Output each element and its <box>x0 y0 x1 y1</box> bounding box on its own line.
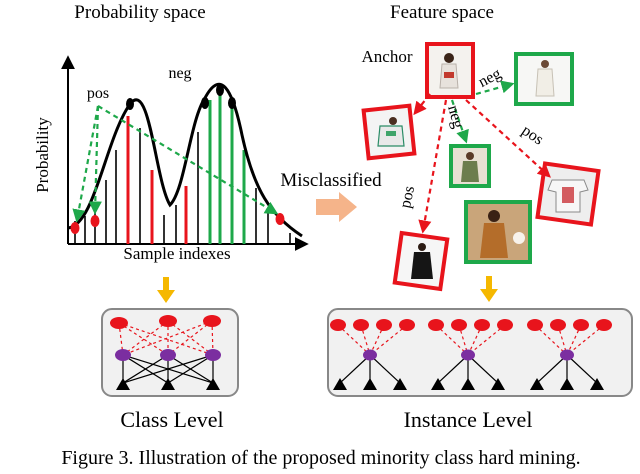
instance-edge <box>566 324 605 356</box>
neg-arrow-to-top-right <box>475 80 515 96</box>
down-arrow-left <box>157 277 175 303</box>
neg-label-left: neg <box>168 65 191 82</box>
y-axis-label: Probability <box>33 117 52 193</box>
pos-label-right-1: pos <box>519 122 547 149</box>
instance-leaf <box>491 378 505 390</box>
instance-edge <box>467 354 499 384</box>
instance-leaf <box>530 378 544 390</box>
instance-level-graph <box>330 319 612 390</box>
anchor-thumbnail <box>425 42 475 99</box>
instance-center-node <box>461 349 475 361</box>
pos-thumbnail-left <box>361 103 417 161</box>
instance-edge <box>337 324 371 356</box>
instance-leaf <box>461 378 475 390</box>
pos-arrow-to-bottom-left <box>418 99 448 234</box>
instance-leaf <box>333 378 347 390</box>
misclassified-arrow <box>316 192 357 222</box>
neg-arrow-to-left <box>413 93 431 116</box>
instance-node <box>353 319 369 331</box>
instance-node <box>474 319 490 331</box>
instance-center-node <box>560 349 574 361</box>
instance-node <box>596 319 612 331</box>
instance-node <box>573 319 589 331</box>
pos-arrow-to-right <box>465 99 551 178</box>
instance-node <box>451 319 467 331</box>
neg-label-right-1: neg <box>476 65 504 91</box>
instance-node <box>330 319 346 331</box>
class-level-label: Class Level <box>120 407 223 432</box>
instance-edge <box>534 324 568 356</box>
distribution-curve <box>67 82 303 238</box>
pos-arrows-left <box>72 105 279 223</box>
instance-edge <box>369 354 401 384</box>
down-arrow-right <box>480 276 498 302</box>
instance-edge <box>536 354 568 384</box>
peak-dots <box>126 84 236 110</box>
pos-label-right-2: pos <box>397 184 418 209</box>
feature-space-title: Feature space <box>390 2 494 23</box>
pos-thumbnail-bottom-left <box>392 230 450 292</box>
probability-space-title: Probability space <box>74 2 205 23</box>
instance-node <box>399 319 415 331</box>
instance-edge <box>435 324 469 356</box>
instance-leaf <box>431 378 445 390</box>
misclassified-label: Misclassified <box>280 170 382 191</box>
pos-thumbnail-right <box>535 161 601 227</box>
feature-arrows <box>413 80 551 234</box>
instance-leaf <box>560 378 574 390</box>
class-level-graph <box>110 315 221 390</box>
instance-edge <box>467 324 506 356</box>
instance-leaf <box>393 378 407 390</box>
instance-level-label: Instance Level <box>404 407 533 432</box>
x-axis-label: Sample indexes <box>123 244 230 263</box>
figure-caption: Figure 3. Illustration of the proposed m… <box>61 447 580 469</box>
instance-leaf <box>363 378 377 390</box>
instance-node <box>497 319 513 331</box>
instance-node <box>428 319 444 331</box>
instance-node <box>527 319 543 331</box>
down-arrows <box>157 276 498 303</box>
instance-node <box>376 319 392 331</box>
instance-edge <box>369 324 408 356</box>
instance-node <box>550 319 566 331</box>
instance-center-node <box>363 349 377 361</box>
sample-bars <box>74 86 291 244</box>
neg-label-right-2: neg <box>444 103 466 130</box>
anchor-label: Anchor <box>362 47 413 66</box>
neg-thumbnail-bottom <box>464 200 532 264</box>
neg-arrow-to-center <box>450 99 469 144</box>
neg-thumbnail-center <box>449 144 491 188</box>
instance-edge <box>339 354 371 384</box>
neg-thumbnail-top-right <box>514 52 574 106</box>
pos-label-left: pos <box>87 85 109 102</box>
misclassified-dots <box>70 213 285 234</box>
instance-leaf <box>590 378 604 390</box>
instance-edge <box>437 354 469 384</box>
instance-edge <box>566 354 598 384</box>
